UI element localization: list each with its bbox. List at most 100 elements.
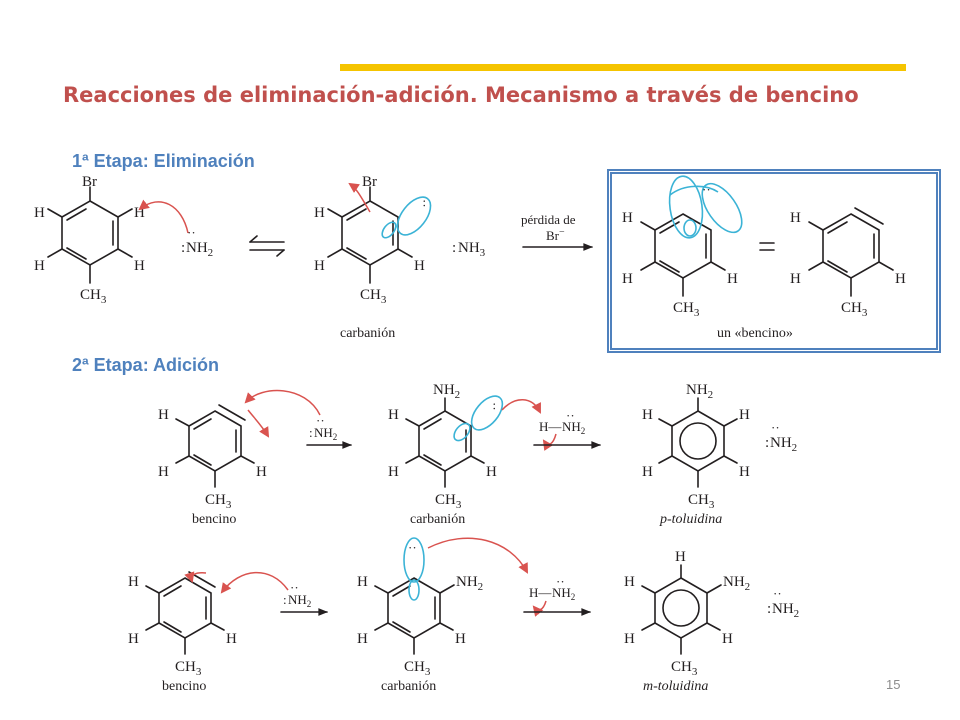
curved-arrow bbox=[138, 199, 189, 234]
h-label: H bbox=[134, 258, 145, 274]
carbanion-molecule: NH2 H H H CH3 ·· carbanión bbox=[388, 382, 504, 527]
curved-arrow bbox=[348, 182, 371, 213]
svg-text:H—: H— bbox=[529, 585, 552, 600]
curved-arrow bbox=[427, 537, 528, 574]
nh2-label: NH bbox=[288, 592, 307, 607]
benzyne-caption: bencino bbox=[162, 679, 206, 694]
benzene-ring bbox=[188, 404, 246, 472]
svg-text:NH2: NH2 bbox=[686, 382, 713, 401]
svg-text:CH3: CH3 bbox=[435, 492, 462, 511]
h-label: H bbox=[414, 258, 425, 274]
amide-reagent: : ·· NH2 bbox=[306, 413, 352, 449]
svg-text::: : bbox=[283, 592, 287, 607]
svg-text:NH2: NH2 bbox=[186, 240, 213, 259]
loss-of-bromide-arrow: pérdida de Br− bbox=[521, 212, 593, 251]
carbanion-caption: carbanión bbox=[381, 679, 436, 694]
ch3-label: CH bbox=[175, 659, 196, 675]
orbital-overlap bbox=[669, 185, 719, 196]
ch3-label: CH bbox=[435, 492, 456, 508]
benzene-ring bbox=[822, 207, 884, 279]
h-label: H bbox=[722, 631, 733, 647]
h-label: H bbox=[388, 464, 399, 480]
ammonia: : NH3 bbox=[452, 240, 486, 259]
svg-text:··: ·· bbox=[771, 420, 780, 435]
ch3-label: CH bbox=[205, 492, 226, 508]
svg-text:··: ·· bbox=[408, 540, 417, 555]
nh3-label: NH bbox=[458, 240, 480, 256]
benzene-ring bbox=[654, 577, 708, 639]
h-label: H bbox=[134, 205, 145, 221]
amide-byproduct: : ·· NH2 bbox=[765, 420, 797, 454]
benzyne-orbital-molecule: H H H CH3 ·· un «bencino» bbox=[622, 175, 793, 341]
amide-reagent: : ·· NH2 bbox=[181, 225, 213, 259]
ch3-label: CH bbox=[688, 492, 709, 508]
svg-text:··: ·· bbox=[566, 408, 575, 423]
benzyne-caption: un «bencino» bbox=[717, 326, 793, 341]
h-label: H bbox=[357, 631, 368, 647]
sp2-orbital bbox=[453, 422, 471, 442]
carbanion-caption: carbanión bbox=[410, 512, 465, 527]
bromotoluene-molecule: Br H H H H CH3 bbox=[34, 174, 145, 306]
svg-text:H—: H— bbox=[539, 419, 562, 434]
svg-text:Br−: Br− bbox=[546, 227, 565, 243]
stage-1-heading: 1ª Etapa: Eliminación bbox=[72, 151, 255, 171]
h-label: H bbox=[739, 464, 750, 480]
curved-arrow bbox=[184, 571, 207, 583]
svg-text:NH2: NH2 bbox=[723, 574, 750, 593]
nh2-label: NH bbox=[772, 601, 794, 617]
curved-arrow bbox=[532, 600, 547, 617]
svg-text:CH3: CH3 bbox=[175, 659, 202, 678]
ch3-label: CH bbox=[673, 300, 694, 316]
h-label: H bbox=[642, 464, 653, 480]
benzene-ring bbox=[158, 571, 216, 639]
nh2-label: NH bbox=[723, 574, 745, 590]
benzene-ring bbox=[418, 410, 472, 472]
h-label: H bbox=[226, 631, 237, 647]
slide-title: Reacciones de eliminación-adición. Mecan… bbox=[63, 83, 859, 107]
svg-text:··: ·· bbox=[487, 402, 502, 411]
h-label: H bbox=[675, 549, 686, 565]
svg-text:CH3: CH3 bbox=[673, 300, 700, 319]
sp2-orbital bbox=[701, 182, 743, 234]
svg-text:NH2: NH2 bbox=[772, 601, 799, 620]
svg-text:pérdida de: pérdida de bbox=[521, 212, 576, 227]
svg-text::: : bbox=[765, 435, 769, 451]
h-label: H bbox=[790, 271, 801, 287]
h-label: H bbox=[34, 258, 45, 274]
h-label: H bbox=[624, 631, 635, 647]
accent-bar bbox=[340, 64, 906, 71]
nh2-label: NH bbox=[552, 585, 571, 600]
ch3-label: CH bbox=[671, 659, 692, 675]
benzene-ring bbox=[654, 213, 712, 279]
benzyne-molecule: H H H CH3 bencino bbox=[158, 404, 267, 527]
stage-2-heading: 2ª Etapa: Adición bbox=[72, 355, 220, 375]
nh2-label: NH bbox=[686, 382, 708, 398]
sp2-orbital bbox=[396, 196, 432, 236]
svg-text::: : bbox=[309, 425, 313, 440]
h-label: H bbox=[895, 271, 906, 287]
svg-text:CH3: CH3 bbox=[360, 287, 387, 306]
carbanion-molecule: NH2 H H H CH3 ·· carbanión bbox=[357, 537, 483, 694]
svg-text:··: ·· bbox=[417, 199, 432, 208]
svg-text:NH2: NH2 bbox=[314, 425, 337, 442]
h-label: H bbox=[642, 407, 653, 423]
h-label: H bbox=[622, 210, 633, 226]
h-label: H bbox=[388, 407, 399, 423]
sp2-orbital bbox=[683, 219, 697, 237]
br-label: Br bbox=[362, 174, 377, 190]
nh2-label: NH bbox=[562, 419, 581, 434]
ammonia-reagent: H— ·· NH2 bbox=[533, 408, 601, 449]
svg-text:··: ·· bbox=[316, 413, 325, 428]
benzene-ring bbox=[387, 577, 441, 639]
benzyne-highlight-box bbox=[607, 169, 941, 353]
ch3-label: CH bbox=[360, 287, 381, 303]
equals-sign bbox=[759, 242, 775, 251]
nh2-label: NH bbox=[314, 425, 333, 440]
svg-text:··: ·· bbox=[702, 182, 711, 197]
svg-text:CH3: CH3 bbox=[841, 300, 868, 319]
curved-arrow bbox=[220, 571, 289, 594]
svg-text:CH3: CH3 bbox=[688, 492, 715, 511]
h-label: H bbox=[455, 631, 466, 647]
h-label: H bbox=[622, 271, 633, 287]
